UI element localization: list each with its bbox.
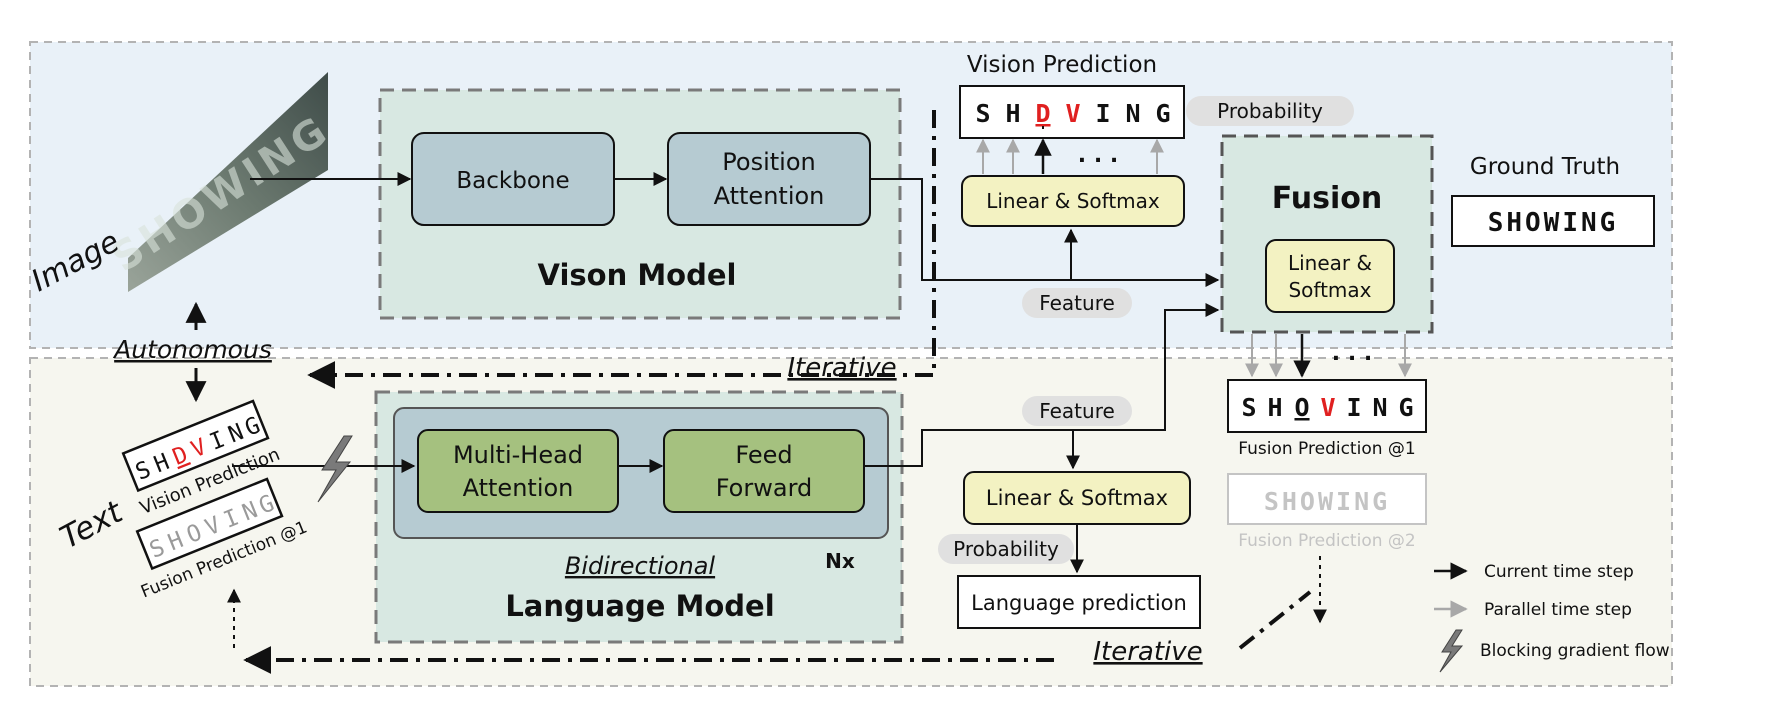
fp-char: H [1267, 393, 1282, 422]
fusion-prediction-2-caption: Fusion Prediction @2 [1238, 531, 1415, 551]
fusion-probability-label: Probability [1217, 99, 1323, 123]
ground-truth-box [1451, 195, 1655, 247]
ff-label-2: Forward [716, 474, 813, 502]
vp-char: I [1095, 99, 1110, 128]
position-attention-label-2: Attention [714, 182, 825, 210]
mha-label-1: Multi-Head [453, 441, 583, 469]
fusion-prediction-1-box [1227, 379, 1427, 433]
iterative-label-bottom: Iterative [1093, 637, 1202, 667]
position-attention-label-1: Position [722, 148, 815, 176]
fusion-prediction-2-box [1227, 473, 1427, 525]
language-model-title: Language Model [505, 589, 774, 623]
legend: Current time step Parallel time step Blo… [1434, 562, 1670, 673]
ff-label-1: Feed [735, 441, 792, 469]
lightning-icon [1439, 629, 1464, 673]
feature-label-bottom: Feature [1039, 399, 1115, 423]
mha-label-2: Attention [463, 474, 574, 502]
vision-linear-softmax-block [961, 175, 1185, 227]
vp-char: H [1005, 99, 1020, 128]
vp-char: V [1065, 99, 1080, 128]
language-probability-label: Probability [953, 537, 1059, 561]
legend-parallel-label: Parallel time step [1484, 600, 1632, 620]
backbone-label: Backbone [456, 168, 569, 194]
vision-prediction-box [959, 85, 1185, 139]
vision-prediction-title: Vision Prediction [967, 52, 1157, 78]
ground-truth-title: Ground Truth [1470, 154, 1620, 180]
fusion-linear-softmax-block [1265, 239, 1395, 313]
ground-truth-value: SHOWING [1488, 208, 1619, 238]
position-attention-block [667, 132, 871, 226]
vp-char: S [975, 99, 990, 128]
fusion-title: Fusion [1272, 181, 1382, 216]
fp-char: G [1398, 393, 1413, 422]
fusion-linear-label-2: Softmax [1288, 278, 1371, 302]
language-prediction-label: Language prediction [971, 591, 1187, 615]
vision-ellipsis: . . . [1078, 143, 1118, 168]
nx-label: Nx [825, 549, 855, 573]
feature-label-top: Feature [1039, 291, 1115, 315]
vp-char: G [1155, 99, 1170, 128]
vision-model-title: Vison Model [538, 258, 737, 292]
fp-char: N [1372, 393, 1387, 422]
feed-forward-block [663, 429, 865, 513]
fusion-ellipsis: . . . [1332, 341, 1372, 366]
fusion-prediction-1-chars: S H O V I N G [1241, 393, 1413, 422]
language-prediction-box [957, 575, 1201, 629]
blocking-gradient-icon [317, 435, 353, 503]
vision-linear-softmax-label: Linear & Softmax [986, 189, 1160, 213]
fp-char: O [1294, 393, 1309, 422]
legend-blocking-label: Blocking gradient flow [1480, 641, 1670, 661]
legend-current-label: Current time step [1484, 562, 1634, 582]
vp-char: N [1125, 99, 1140, 128]
fusion-prediction-2-value: SHOWING [1264, 487, 1390, 516]
vision-prediction-chars: S H D V I N G [975, 99, 1170, 128]
fusion-prediction-1-caption: Fusion Prediction @1 [1238, 439, 1415, 459]
fp-char: I [1346, 393, 1361, 422]
autonomous-label: Autonomous [112, 335, 272, 364]
text-stack-vision: S H D V I N G Vision Prediction [121, 399, 283, 519]
fusion-linear-label-1: Linear & [1288, 251, 1372, 275]
bidirectional-label: Bidirectional [565, 552, 716, 580]
vp-char: D [1035, 99, 1050, 128]
fp-char: V [1320, 393, 1335, 422]
language-linear-softmax-label: Linear & Softmax [986, 486, 1168, 510]
multi-head-attention-block [417, 429, 619, 513]
iterative-label-top: Iterative [787, 353, 896, 383]
fp-char: S [1241, 393, 1256, 422]
